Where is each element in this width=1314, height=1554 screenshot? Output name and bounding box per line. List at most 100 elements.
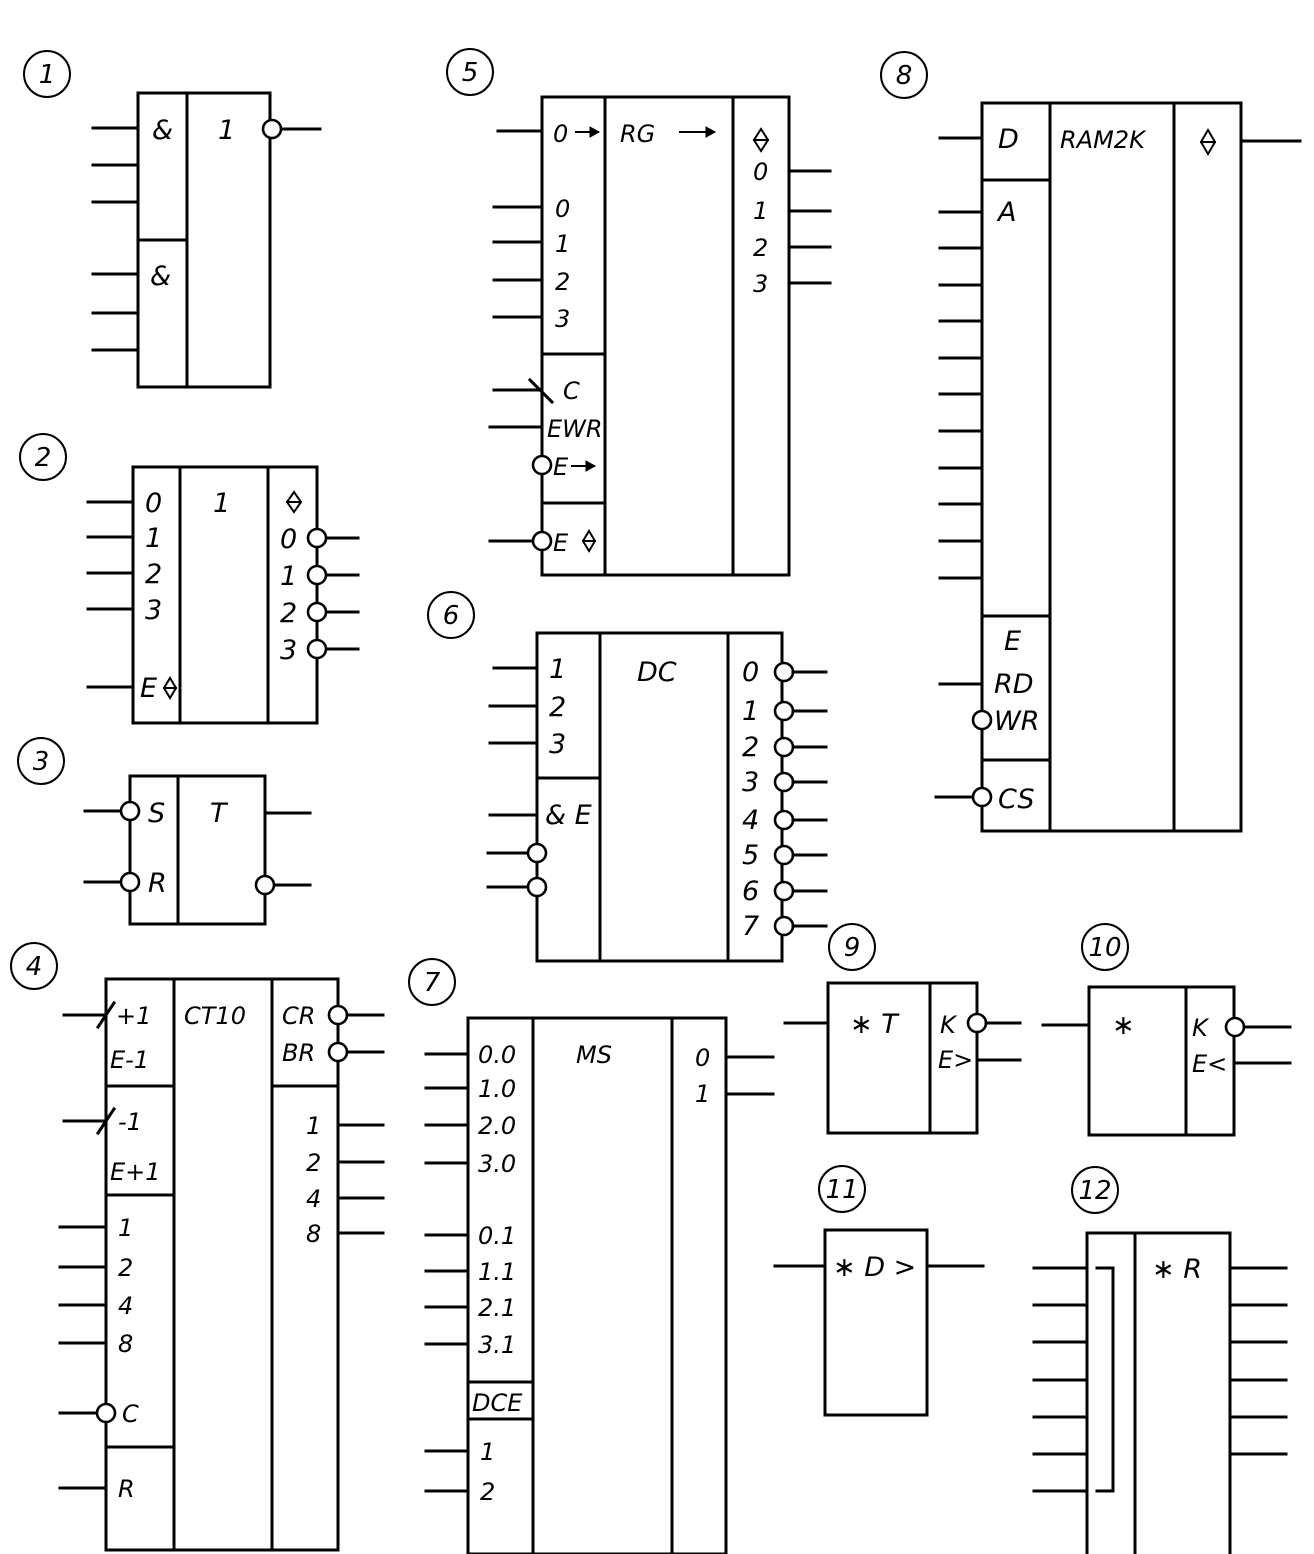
output-label: 1: [742, 696, 759, 727]
chip-select-label: CS: [998, 784, 1035, 815]
data-input-label: 1.1: [478, 1258, 516, 1286]
output-label: 2: [306, 1149, 321, 1177]
figure-7-multiplexer: 7 0.0 1.0 2.0 3.0 0.1 1.1 2.1 3.1 DCE 1 …: [408, 958, 775, 1554]
function-label: ∗ D >: [833, 1252, 916, 1283]
function-label: MS: [576, 1041, 612, 1069]
shift-label: 0: [553, 120, 568, 148]
select-input-label: 1: [480, 1438, 495, 1466]
output-label: 5: [742, 840, 759, 871]
output-label: 1: [695, 1080, 710, 1108]
clock-label: K: [940, 1011, 958, 1039]
figure-number-5: 5: [462, 58, 479, 88]
set-label: S: [148, 798, 165, 829]
clock-label: C: [563, 377, 580, 405]
function-label: CT10: [184, 1002, 246, 1030]
data-input-label: 1: [555, 230, 570, 258]
data-input-label: 1: [118, 1214, 133, 1242]
figure-9-body: [826, 981, 979, 1135]
output-label: 1: [753, 197, 768, 225]
figure-3-body: [128, 774, 267, 926]
figure-6-body: [535, 631, 784, 963]
function-label: 1: [213, 488, 230, 519]
function-label: T: [210, 798, 229, 829]
output-label: 8: [306, 1220, 321, 1248]
shift-enable-label: E: [553, 453, 569, 481]
read-label: RD: [994, 669, 1034, 700]
figure-5-body: [540, 95, 791, 577]
count-down-label: -1: [118, 1108, 142, 1136]
figure-number-12: 12: [1078, 1176, 1111, 1206]
figure-8-ram: 8 D A E RD WR CS RAM2K: [880, 51, 1302, 833]
output-label: 0: [742, 657, 759, 688]
function-label: 1: [218, 115, 235, 146]
output-label: 0: [753, 158, 768, 186]
function-label: ∗ T: [850, 1009, 900, 1040]
write-enable-label: EWR: [547, 415, 603, 443]
input-label: 3: [145, 595, 162, 626]
address-input-label: 3: [549, 729, 566, 760]
data-input-label: 0: [555, 195, 570, 223]
data-label: D: [998, 124, 1019, 155]
figure-number-1-circle: [23, 50, 71, 98]
data-input-label: 1.0: [478, 1075, 516, 1103]
output-label: 0: [695, 1044, 710, 1072]
figure-11-delay: 11 ∗ D >: [773, 1165, 985, 1417]
address-label: A: [996, 197, 1016, 228]
data-input-label: 2: [118, 1254, 133, 1282]
figure-number-2: 2: [35, 443, 52, 473]
output-enable-label: E: [553, 529, 569, 557]
data-input-label: 3: [555, 305, 570, 333]
output-label: 3: [742, 767, 759, 798]
figure-number-4: 4: [26, 952, 43, 982]
data-input-label: 3.0: [478, 1150, 516, 1178]
output-label: 3: [753, 270, 768, 298]
data-input-label: 3.1: [478, 1331, 516, 1359]
output-label: 1: [306, 1112, 321, 1140]
output-label: 0: [280, 524, 297, 555]
data-input-label: 0.0: [478, 1041, 516, 1069]
figure-7-body: [466, 1016, 728, 1554]
figure-12-register: 12 ∗ R: [1032, 1166, 1288, 1554]
output-label: 7: [742, 911, 759, 942]
count-up-label: +1: [116, 1002, 151, 1030]
figure-number-9: 9: [844, 933, 861, 963]
function-label: DC: [637, 657, 677, 688]
function-label: ∗: [1112, 1010, 1135, 1041]
output-label: 1: [280, 561, 297, 592]
enable-label: E>: [938, 1046, 973, 1074]
data-input-label: 2.1: [478, 1294, 516, 1322]
output-label: 4: [306, 1185, 321, 1213]
data-input-label: 2.0: [478, 1112, 516, 1140]
borrow-enable-label: E+1: [110, 1158, 161, 1186]
data-input-label: 4: [118, 1292, 133, 1320]
output-label: 2: [753, 234, 768, 262]
carry-label: CR: [282, 1002, 315, 1030]
reset-label: R: [148, 868, 167, 899]
figure-1-and-or-invert: 1 & & 1: [23, 50, 322, 389]
figure-number-10: 10: [1088, 933, 1121, 963]
figure-number-3: 3: [33, 747, 50, 777]
and-label: &: [150, 261, 171, 292]
data-input-label: 8: [118, 1330, 133, 1358]
figure-2-buffer: 2 0 1 2 3 E 1 0 1 2 3: [19, 433, 360, 725]
address-input-label: 1: [549, 654, 566, 685]
figure-number-8: 8: [896, 61, 913, 91]
clock-label: K: [1192, 1014, 1210, 1042]
enable-label: & E: [545, 800, 592, 831]
load-label: C: [122, 1400, 139, 1428]
figure-4-decade-counter: 4 +1 E-1 -1 E+1 1 2 4 8 C R: [10, 942, 385, 1552]
and-label: &: [152, 115, 173, 146]
output-label: 6: [742, 876, 759, 907]
data-input-label: 2: [555, 268, 570, 296]
figure-6-decoder: 6 1 2 3 & E DC 0 1 2 3: [427, 591, 828, 963]
reset-label: R: [118, 1475, 135, 1503]
function-label: ∗ R: [1152, 1254, 1202, 1285]
figure-number-7: 7: [424, 968, 441, 998]
inversion-marker: [261, 118, 283, 140]
figure-9-trigger: 9 ∗ T K E>: [783, 923, 1022, 1135]
carry-enable-label: E-1: [110, 1046, 149, 1074]
output-label: 3: [280, 635, 297, 666]
figure-11-body: [823, 1228, 929, 1417]
figure-4-body: [104, 977, 340, 1552]
